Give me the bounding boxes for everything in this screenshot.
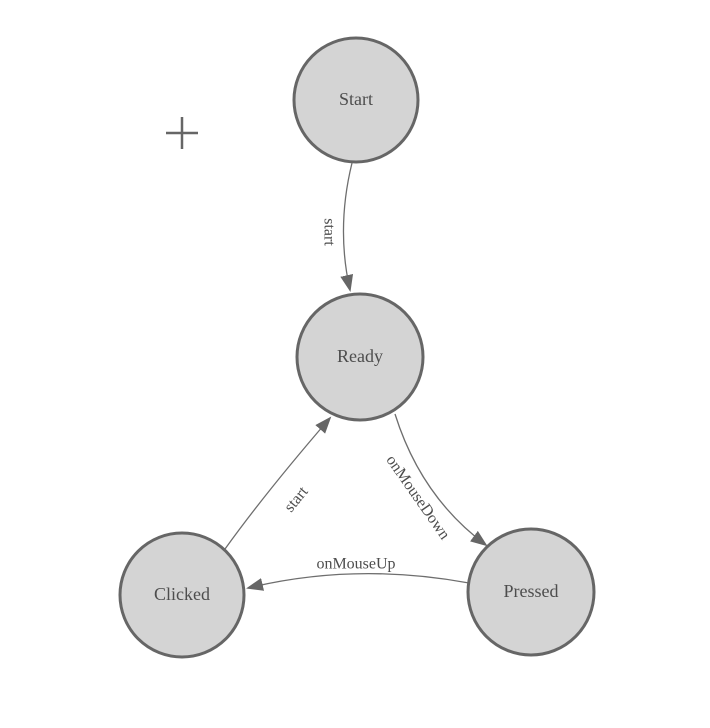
state-label-start: Start [339,89,373,109]
edge-label-pressed-to-clicked: onMouseUp [316,556,395,573]
state-circle-clicked[interactable] [118,531,246,659]
state-node-ready[interactable]: Ready [295,292,425,422]
edge-clicked-to-ready[interactable]: start [224,416,332,550]
edge-line-ready-to-pressed[interactable] [394,413,488,547]
edge-ready-to-pressed[interactable]: onMouseDown [382,413,488,547]
state-label-pressed: Pressed [504,581,559,601]
edge-label-clicked-to-ready: start [281,483,312,516]
edge-line-clicked-to-ready[interactable] [224,416,332,550]
state-node-start[interactable]: Start [292,36,420,164]
state-circle-pressed[interactable] [466,527,596,657]
edge-label-start-to-ready: start [320,218,337,246]
edge-start-to-ready[interactable]: start [320,162,354,292]
edge-line-pressed-to-clicked[interactable] [246,572,470,591]
origin-layer [166,117,198,149]
state-circle-ready[interactable] [295,292,425,422]
state-node-pressed[interactable]: Pressed [466,527,596,657]
edge-line-start-to-ready[interactable] [340,162,354,292]
state-label-clicked: Clicked [154,584,210,604]
state-label-ready: Ready [337,346,383,366]
state-circle-start[interactable] [292,36,420,164]
plus-crosshair-icon [166,117,198,149]
state-node-clicked[interactable]: Clicked [118,531,246,659]
edge-label-ready-to-pressed: onMouseDown [382,452,453,543]
edge-pressed-to-clicked[interactable]: onMouseUp [246,556,470,591]
